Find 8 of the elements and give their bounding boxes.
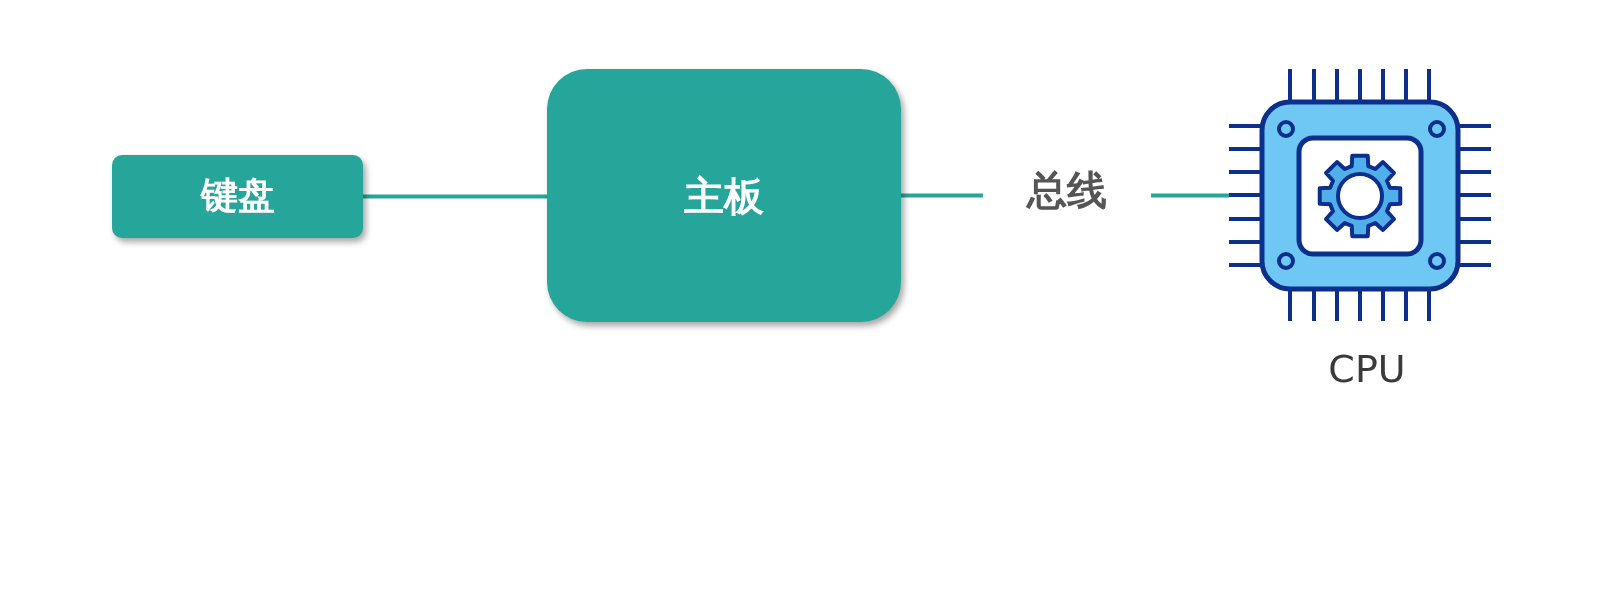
process-box <box>547 69 901 322</box>
node-label: 键盘 <box>200 176 275 217</box>
connector-line <box>363 194 547 199</box>
edge-label: 总线 <box>1027 167 1107 212</box>
node-label: 主板 <box>684 173 764 218</box>
cpu-chip-icon <box>1229 69 1491 321</box>
process-box <box>112 155 363 238</box>
chip-caption: CPU <box>1328 349 1406 391</box>
